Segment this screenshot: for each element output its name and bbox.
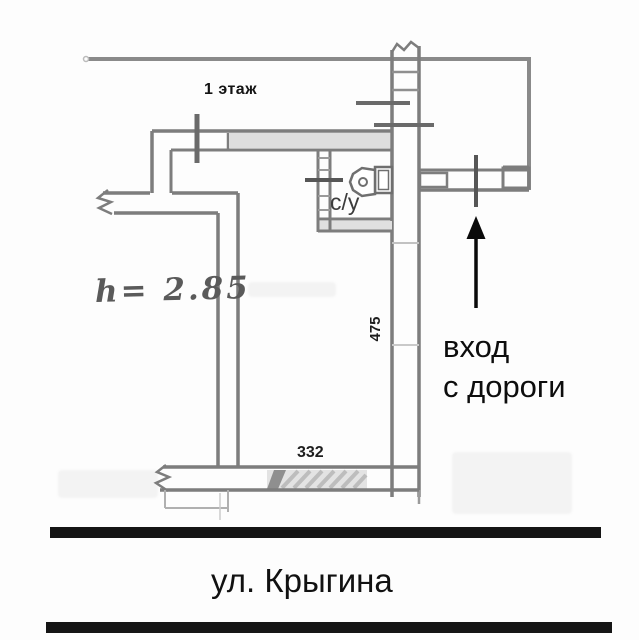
wall-fill — [230, 133, 390, 148]
arrow-head — [466, 216, 486, 239]
boundary-end-dot — [82, 55, 90, 63]
bathroom — [305, 150, 394, 233]
bathroom-bottom-fill — [318, 221, 392, 230]
room-top-wall — [150, 114, 392, 193]
street-name-label: ул. Крыгина — [211, 562, 393, 599]
toilet-drain — [358, 177, 368, 187]
bathroom-label: с/у — [330, 189, 360, 215]
ceiling-height-label: h= 2.85 — [94, 269, 252, 311]
road-edge-line-top — [50, 527, 601, 538]
wall-break-symbol — [153, 464, 173, 493]
toilet-icon — [348, 165, 394, 198]
wall-top-break — [390, 40, 420, 53]
watermark-artifact — [248, 282, 336, 297]
entrance-label-line2: с дороги — [443, 369, 566, 404]
toilet-bowl — [348, 166, 377, 198]
door-jamb-left — [418, 171, 449, 189]
floor-label: 1 этаж — [204, 81, 258, 98]
room-left-wall — [95, 189, 240, 467]
dimension-332-label: 332 — [297, 444, 324, 461]
toilet-tank-inner — [377, 169, 390, 191]
entrance-label: вход с дороги — [443, 327, 566, 407]
hatch-stripes — [280, 469, 368, 490]
room-bottom-wall — [153, 464, 419, 520]
hatch-wedge — [267, 470, 286, 489]
watermark-artifact — [58, 470, 158, 498]
dimension-475-label: 475 — [367, 316, 384, 342]
main-right-wall — [356, 40, 434, 504]
wall-break-symbol — [95, 189, 115, 216]
entrance-arrow-icon — [466, 216, 486, 308]
entrance-vestibule — [418, 155, 531, 207]
entrance-label-line1: вход — [443, 329, 510, 364]
watermark-artifact — [452, 452, 572, 514]
road-edge-line-bottom — [46, 622, 612, 633]
